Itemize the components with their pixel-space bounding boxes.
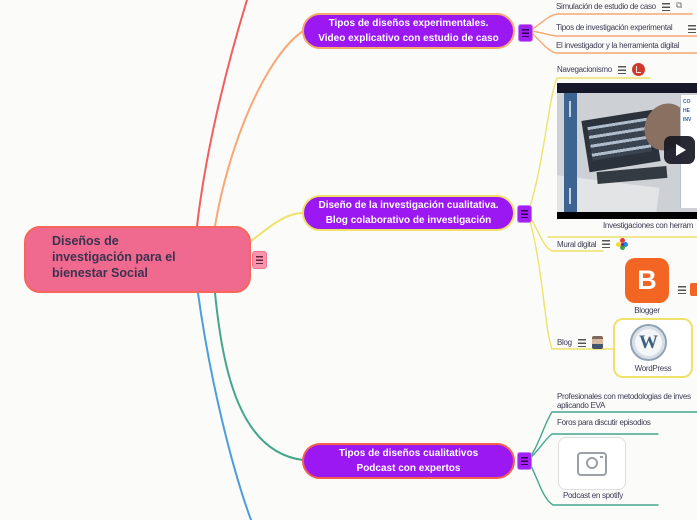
- subtopic-label: Blog: [557, 338, 572, 347]
- wordpress-letter: W: [639, 331, 658, 353]
- subtopic-label-line2: aplicando EVA: [557, 401, 605, 410]
- thumbnail-top-bar: [557, 83, 697, 93]
- notes-lines-glyph: [256, 256, 263, 264]
- topic-node-experimental[interactable]: Tipos de diseños experimentales. Video e…: [302, 13, 515, 49]
- notes-icon[interactable]: [252, 251, 267, 269]
- video-caption[interactable]: Investigaciones con herram: [603, 221, 694, 230]
- subtopic-label: Foros para discutir episodios: [557, 418, 651, 427]
- notes-icon[interactable]: [688, 25, 696, 33]
- notes-icon[interactable]: [518, 24, 533, 42]
- tablet-screen: [587, 117, 652, 161]
- notes-icon[interactable]: [517, 452, 532, 470]
- card-line: INV: [683, 117, 692, 123]
- person-avatar-icon[interactable]: [591, 336, 603, 349]
- branch-orange: [214, 30, 304, 227]
- podcast-caption[interactable]: Podcast en spotify: [563, 491, 623, 500]
- wordpress-caption: WordPress: [634, 364, 672, 373]
- play-button[interactable]: [664, 136, 695, 164]
- subtopic-label: Simulación de estudio de caso: [556, 2, 656, 11]
- subtopic-mural-digital[interactable]: Mural digital: [557, 238, 629, 250]
- side-text-mark: [569, 188, 571, 204]
- subtopic-blog[interactable]: Blog: [557, 336, 603, 349]
- subtopic-navegacionismo[interactable]: Navegacionismo: [557, 63, 645, 76]
- notes-lines-glyph: [521, 457, 528, 465]
- notes-lines-glyph: [522, 29, 529, 37]
- flower-petal: [621, 243, 624, 246]
- underline-tipos-experimental: [529, 30, 697, 37]
- notes-icon[interactable]: [617, 65, 626, 74]
- thumbnail-side-banner: [564, 93, 577, 219]
- branch-teal: [214, 292, 304, 461]
- badge-glyph: [635, 66, 641, 73]
- notes-icon[interactable]: [602, 240, 611, 248]
- play-triangle-icon: [676, 144, 686, 156]
- central-topic-label: Diseños de investigación para el bienest…: [52, 234, 176, 280]
- flower-petal: [616, 241, 622, 247]
- flower-petal: [619, 245, 625, 250]
- colorful-flower-icon[interactable]: [616, 238, 629, 250]
- red-badge-icon[interactable]: [631, 63, 645, 76]
- topic-node-cualitativa[interactable]: Diseño de la investigación cualitativa. …: [302, 195, 515, 231]
- subtopic-profesionales[interactable]: Profesionales con metodologias de inves …: [557, 392, 691, 410]
- central-topic-node[interactable]: Diseños de investigación para el bienest…: [24, 226, 251, 293]
- notes-icon[interactable]: [661, 2, 670, 11]
- subtopic-tipos-experimental[interactable]: Tipos de investigación experimental: [556, 23, 673, 32]
- topic-node-cualitativos[interactable]: Tipos de diseños cualitativos Podcast co…: [302, 443, 515, 479]
- blogger-caption: Blogger: [634, 306, 660, 315]
- underline-simulacion: [529, 13, 693, 32]
- subtopic-foros[interactable]: Foros para discutir episodios: [557, 418, 651, 427]
- flower-petal: [623, 241, 629, 247]
- subtopic-simulacion[interactable]: Simulación de estudio de caso ⧉: [556, 1, 683, 12]
- subtopic-label-line1: Profesionales con metodologias de inves: [557, 392, 691, 401]
- thumbnail-bottom-bar: [557, 212, 697, 219]
- subtopic-label: Mural digital: [557, 239, 597, 249]
- notes-icon[interactable]: [678, 286, 686, 294]
- branch-yellow: [249, 212, 304, 243]
- branch-blue: [197, 292, 252, 520]
- flower-petal: [619, 238, 625, 243]
- blogger-icon[interactable]: B: [625, 258, 669, 303]
- subtopic-label: Navegacionismo: [557, 65, 612, 74]
- blogger-mini-icon[interactable]: [690, 283, 697, 296]
- wordpress-node[interactable]: W WordPress: [613, 318, 693, 378]
- card-line: CO: [683, 99, 691, 105]
- underline-investigador: [529, 30, 697, 54]
- branch-red: [196, 0, 248, 227]
- subtopic-label: El investigador y la herramienta digital: [556, 41, 680, 50]
- wordpress-icon: W: [630, 324, 667, 361]
- notes-icon[interactable]: [577, 338, 586, 347]
- notes-lines-glyph: [521, 210, 528, 218]
- subtopic-investigador[interactable]: El investigador y la herramienta digital: [556, 41, 679, 50]
- subtopic-label: Tipos de investigación experimental: [556, 23, 673, 32]
- underline-navegacionismo: [527, 77, 651, 214]
- side-text-mark: [569, 101, 571, 117]
- external-link-icon[interactable]: ⧉: [675, 1, 683, 11]
- blogger-letter: B: [637, 265, 657, 295]
- camera-icon: [577, 451, 607, 476]
- notes-icon[interactable]: [517, 205, 532, 223]
- card-line: HE: [683, 108, 690, 114]
- podcast-image-placeholder[interactable]: [558, 437, 626, 490]
- underline-blog: [527, 212, 614, 350]
